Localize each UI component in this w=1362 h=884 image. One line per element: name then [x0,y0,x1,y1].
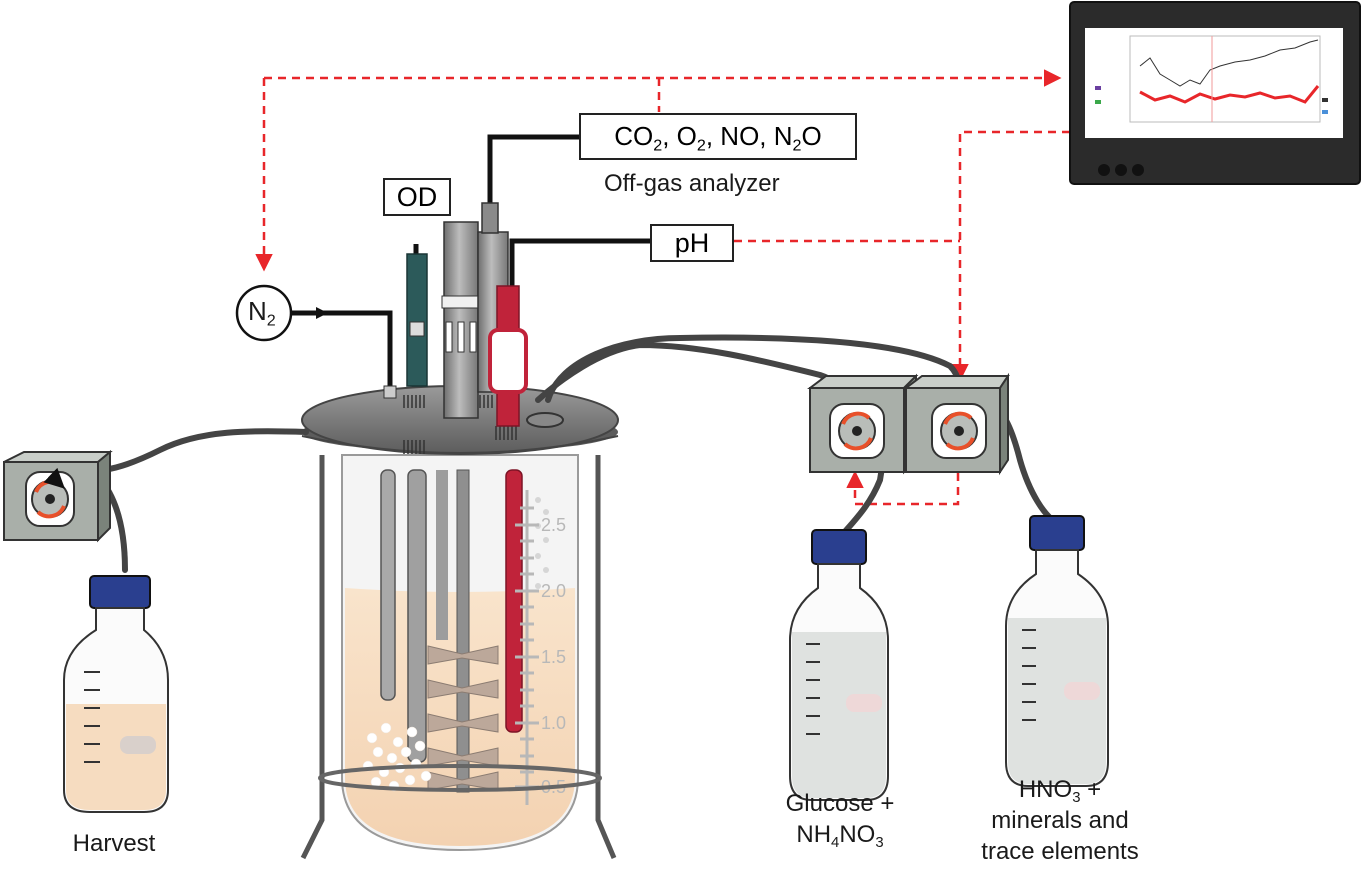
glucose-bottle [789,529,889,801]
feed-port [526,412,564,428]
scale-label-1-5: 1.5 [541,647,566,667]
n2-label: N2 [248,296,276,330]
offgas-cable [487,134,580,205]
monitor-button-1 [1098,164,1110,176]
hno3-line1: HNO3 + [1018,776,1102,807]
od-probe-shaft [407,469,427,763]
monitor-chart [1095,35,1328,123]
n2-gas-line [292,310,393,388]
hno3-line3: trace elements [981,838,1139,866]
volume-scale [515,490,539,805]
motor-housing [443,221,479,419]
hno3-bottle [1005,515,1109,787]
offgas-analyzer-caption: Off-gas analyzer [604,170,780,197]
od-probe-body [406,253,428,387]
ph-box: pH [650,224,734,262]
harvest-bottle [63,575,169,813]
scale-label-2-0: 2.0 [541,581,566,601]
n2-flow-arrowhead [316,307,328,319]
monitor-to-pump-line [951,130,1070,382]
monitor-button-3 [1132,164,1144,176]
scale-label-2-5: 2.5 [541,515,566,535]
control-monitor [1069,1,1361,185]
harvest-label: Harvest [72,830,156,857]
pump2-to-pump1-line [846,470,960,506]
ph-probe-shaft [505,469,523,733]
od-label: OD [396,181,438,212]
volume-scale-labels: 2.5 2.0 1.5 1.0 0.5 [541,515,566,797]
ph-probe-window [488,328,528,394]
baffle [436,470,448,640]
sampling-tube [380,469,396,701]
glucose-line1: Glucose + [785,790,895,817]
control-signal-lines [255,69,1070,506]
stand-leg-left [300,455,325,860]
feed-pump-1 [807,373,919,475]
lid-brushes [403,395,517,454]
scale-label-1-0: 1.0 [541,713,566,733]
glucose-feed-label: Glucose + NH4NO3 [760,788,920,852]
ph-cable [509,238,650,292]
offgas-box: CO2, O2, NO, N2O [579,113,857,160]
n2-inlet-port [383,385,397,399]
offgas-gases-label: CO2, O2, NO, N2O [614,121,822,155]
hno3-line2: minerals and [991,807,1129,835]
impeller-blades [427,645,499,791]
ph-label: pH [674,227,710,258]
harvest-pump [3,449,113,543]
stand-ring [318,764,602,792]
feed2-to-reactor-tube [545,334,962,408]
glucose-line2: NH4NO3 [796,821,884,852]
stand-leg-right [595,455,617,859]
impeller-shaft [456,469,470,793]
bioreactor: 2.5 2.0 1.5 1.0 0.5 [300,202,619,860]
od-box: OD [383,178,451,216]
harvest-out-tube [97,428,309,473]
n2-supply-circle [235,284,293,342]
hno3-feed-label: HNO3 + minerals and trace elements [950,774,1170,868]
monitor-button-2 [1115,164,1127,176]
feed-pump-2 [903,372,1010,476]
